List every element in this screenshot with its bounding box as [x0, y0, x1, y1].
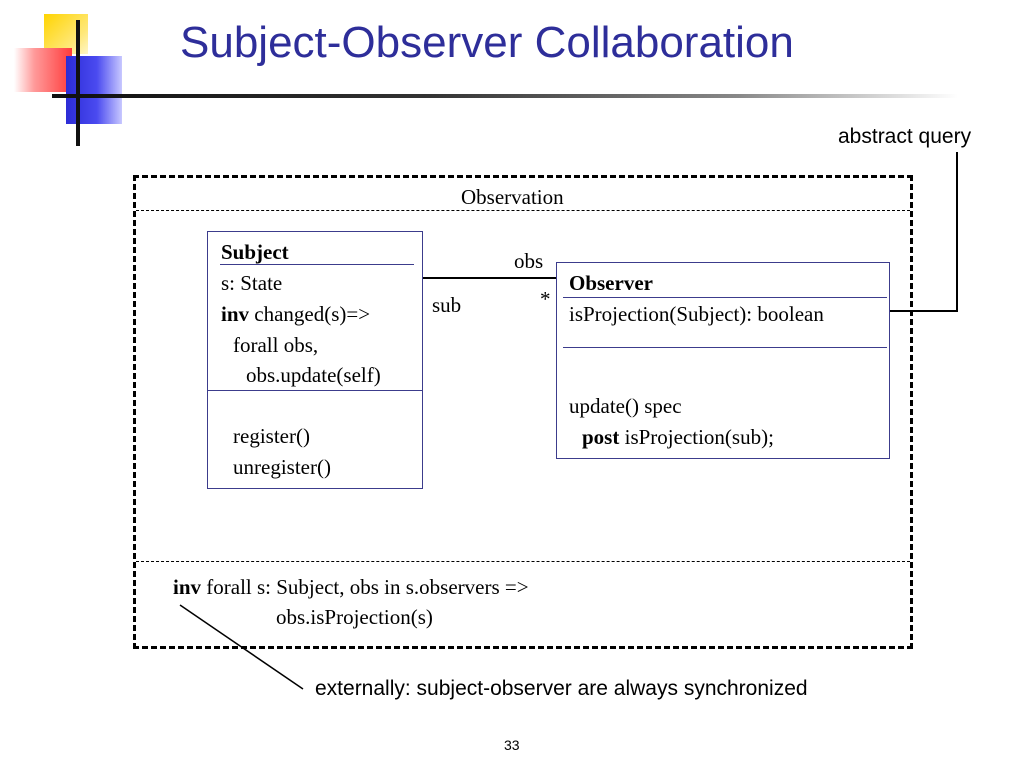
subject-operation-register: register()	[233, 424, 310, 448]
observer-post-keyword: post	[582, 425, 620, 449]
observer-query: isProjection(Subject): boolean	[569, 302, 824, 326]
abstract-query-connector-vertical	[956, 152, 958, 312]
subject-inv-keyword: inv	[221, 302, 250, 326]
association-line	[423, 277, 557, 279]
collaboration-inv-text: forall s: Subject, obs in s.observers =>	[206, 575, 529, 599]
association-role-obs: obs	[514, 249, 544, 273]
externally-connector-line	[179, 604, 304, 690]
subject-invariant-line3: obs.update(self)	[246, 363, 381, 387]
subject-invariant-line2: forall obs,	[233, 333, 319, 357]
externally-note: externally: subject-observer are always …	[315, 677, 808, 700]
subject-name-underline	[220, 264, 414, 265]
observer-post-text: isProjection(sub);	[624, 425, 774, 449]
externally-connector	[179, 604, 304, 690]
subject-inv-text: changed(s)=>	[254, 302, 371, 326]
subject-invariant-line1: inv changed(s)=>	[221, 299, 370, 329]
logo-red-square	[14, 48, 72, 92]
observer-compartment-divider	[563, 347, 887, 348]
title-rule	[78, 94, 958, 98]
page-number: 33	[504, 737, 520, 753]
observer-postcondition: post isProjection(sub);	[582, 422, 774, 452]
observer-class-box	[556, 262, 890, 459]
collaboration-inv-keyword: inv	[173, 575, 202, 599]
collaboration-invariant-line1: inv forall s: Subject, obs in s.observer…	[173, 572, 529, 602]
observer-class-name: Observer	[569, 271, 653, 295]
collaboration-box	[133, 175, 913, 649]
collaboration-invariant-line2: obs.isProjection(s)	[276, 605, 433, 629]
slide-title: Subject-Observer Collaboration	[180, 18, 794, 67]
collaboration-invariant-separator	[136, 561, 910, 562]
collaboration-name: Observation	[461, 185, 564, 209]
logo-yellow-square	[44, 14, 88, 54]
observer-name-underline	[563, 297, 887, 298]
subject-compartment-divider	[208, 390, 422, 391]
logo-blue-square	[66, 56, 122, 124]
subject-operation-unregister: unregister()	[233, 455, 331, 479]
association-multiplicity: *	[540, 287, 551, 311]
association-role-sub: sub	[432, 293, 462, 317]
slide-logo	[0, 0, 140, 150]
observer-operation-update: update() spec	[569, 394, 682, 418]
collaboration-name-separator	[136, 210, 910, 211]
abstract-query-note: abstract query	[838, 125, 972, 148]
subject-class-name: Subject	[221, 240, 289, 264]
abstract-query-connector-horizontal	[880, 310, 958, 312]
logo-vertical-line	[76, 20, 80, 146]
subject-class-box	[207, 231, 423, 489]
subject-attribute: s: State	[221, 271, 283, 295]
